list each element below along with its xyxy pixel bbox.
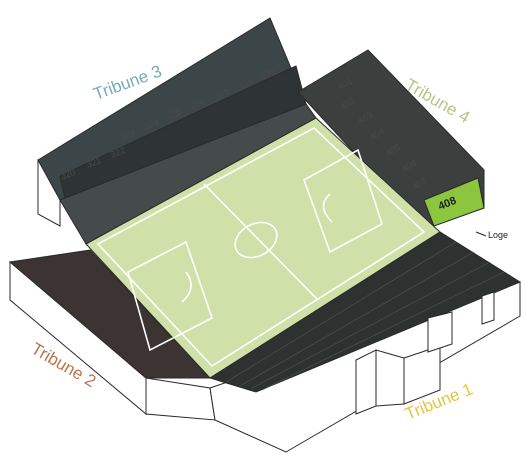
pitch-lines (96, 127, 426, 368)
tribune-1 (208, 231, 522, 393)
tribune-1-rows (225, 241, 505, 391)
tribune-3 (37, 17, 317, 245)
loge-label: Loge (488, 230, 508, 240)
pitch (85, 117, 441, 379)
loge-buildings (355, 291, 495, 415)
section-408-block[interactable] (423, 177, 485, 227)
loge-callout: Loge (475, 230, 508, 240)
tribune-1-tier (208, 231, 522, 393)
